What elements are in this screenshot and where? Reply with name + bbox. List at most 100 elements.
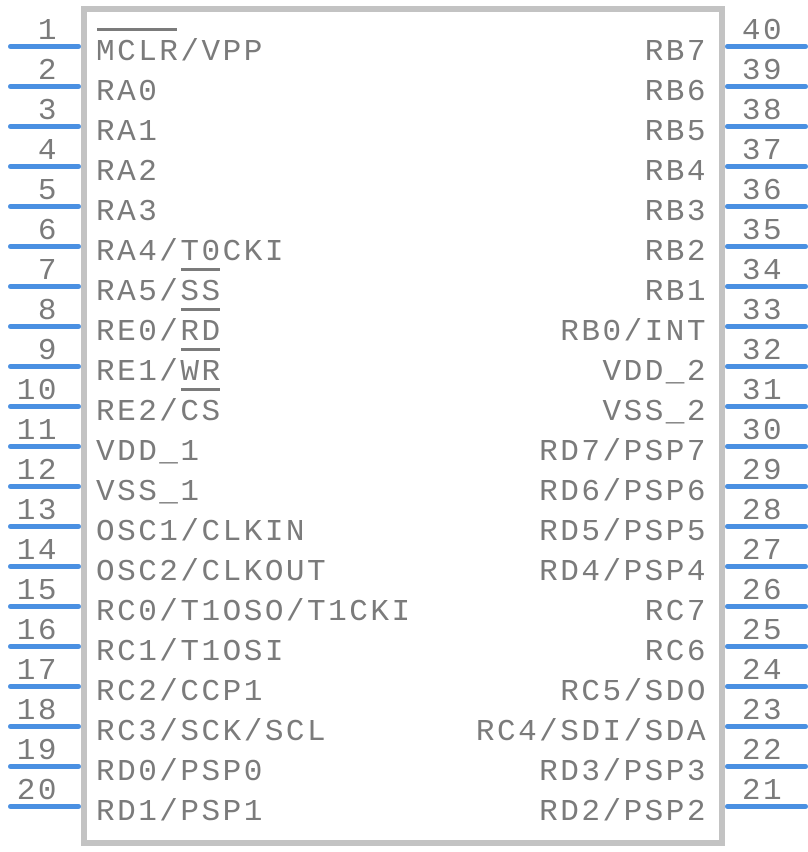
pin-label: RD0/PSP0 bbox=[96, 756, 265, 790]
pin-number: 1 bbox=[37, 14, 59, 49]
pin-number: 34 bbox=[741, 254, 785, 289]
pin-label: RB7 bbox=[645, 36, 708, 70]
pin-line bbox=[8, 204, 81, 209]
pin-line bbox=[725, 524, 808, 529]
pin-label: RA0 bbox=[96, 76, 159, 110]
pin-label: RD3/PSP3 bbox=[539, 756, 708, 790]
pin-number: 10 bbox=[16, 374, 59, 409]
pin-label: OSC2/CLKOUT bbox=[96, 556, 328, 590]
pin-number: 33 bbox=[741, 294, 785, 329]
pin-label: RB4 bbox=[645, 156, 708, 190]
pin-label: MCLR/VPP bbox=[96, 36, 265, 70]
pin-line bbox=[725, 164, 808, 169]
pin-label-part: RD2/PSP2 bbox=[539, 795, 708, 830]
pin-label-part-inverted: WR bbox=[180, 355, 223, 390]
pin-line bbox=[725, 484, 808, 489]
pin-label: RA1 bbox=[96, 116, 159, 150]
pin-line bbox=[8, 484, 81, 489]
pin-number: 23 bbox=[741, 694, 785, 729]
pin-number: 38 bbox=[741, 94, 785, 129]
pin-label-part: OSC1/CLKIN bbox=[96, 515, 308, 550]
pin-line bbox=[8, 44, 81, 49]
pin-label-part: RE0/ bbox=[96, 315, 181, 350]
pin-line bbox=[725, 84, 808, 89]
pin-line bbox=[8, 364, 81, 369]
pin-number: 25 bbox=[741, 614, 785, 649]
pin-label-part-inverted: RD bbox=[180, 315, 223, 350]
pin-label-part: RD4/PSP4 bbox=[539, 555, 708, 590]
pin-line bbox=[725, 684, 808, 689]
pin-label-part: RC6 bbox=[644, 635, 708, 670]
pin-label: RE1/WR bbox=[96, 356, 223, 390]
pin-line bbox=[725, 324, 808, 329]
pin-label: OSC1/CLKIN bbox=[96, 516, 307, 550]
pin-label-part: RE2/ bbox=[96, 395, 181, 430]
pin-number: 28 bbox=[741, 494, 785, 529]
pin-number: 30 bbox=[741, 414, 785, 449]
pin-label-part: RB3 bbox=[644, 195, 708, 230]
pin-label-part: RA4/T0CKI bbox=[96, 235, 286, 270]
pin-line bbox=[8, 564, 81, 569]
pin-label: RE0/RD bbox=[96, 316, 223, 350]
pin-label: RD2/PSP2 bbox=[539, 796, 708, 830]
pin-number: 4 bbox=[37, 134, 59, 169]
pin-number: 14 bbox=[16, 534, 59, 569]
pin-label: RC1/T1OSI bbox=[96, 636, 286, 670]
pin-label-part-inverted: MCLR bbox=[96, 35, 181, 70]
pin-line bbox=[8, 404, 81, 409]
pin-number: 32 bbox=[741, 334, 785, 369]
pin-number: 15 bbox=[16, 574, 59, 609]
pin-line bbox=[8, 804, 81, 809]
pin-label-part: RB1 bbox=[644, 275, 708, 310]
pin-label-part: RB7 bbox=[644, 35, 708, 70]
pin-number: 8 bbox=[37, 294, 59, 329]
pin-number: 29 bbox=[741, 454, 785, 489]
pin-label: RA4/T0CKI bbox=[96, 236, 286, 270]
pin-label-part: RD0/PSP0 bbox=[96, 755, 265, 790]
pin-label-part-inverted: CS bbox=[180, 395, 223, 430]
pin-line bbox=[8, 84, 81, 89]
pin-line bbox=[8, 604, 81, 609]
pin-number: 20 bbox=[16, 774, 59, 809]
pin-number: 17 bbox=[16, 654, 59, 689]
pin-line bbox=[8, 644, 81, 649]
pin-label: RB3 bbox=[645, 196, 708, 230]
pin-label-part: RA2 bbox=[96, 155, 160, 190]
pin-label-part: RC7 bbox=[644, 595, 708, 630]
pin-line bbox=[8, 524, 81, 529]
pin-label-part: OSC2/CLKOUT bbox=[96, 555, 329, 590]
pin-line bbox=[725, 204, 808, 209]
pin-line bbox=[725, 724, 808, 729]
pin-label: RD4/PSP4 bbox=[539, 556, 708, 590]
pin-number: 11 bbox=[16, 414, 59, 449]
pin-label-part: RD5/PSP5 bbox=[539, 515, 708, 550]
pin-label-part: RD7/PSP7 bbox=[539, 435, 708, 470]
pin-label: RB2 bbox=[645, 236, 708, 270]
pin-label: RB5 bbox=[645, 116, 708, 150]
pin-label-part: RD6/PSP6 bbox=[539, 475, 708, 510]
pin-label: VDD_1 bbox=[96, 436, 202, 470]
pin-label-part: VDD_2 bbox=[602, 355, 708, 390]
pin-label-part: RB5 bbox=[644, 115, 708, 150]
pin-line bbox=[725, 364, 808, 369]
pin-label-part: RB0/INT bbox=[560, 315, 708, 350]
pin-line bbox=[725, 564, 808, 569]
pin-number: 5 bbox=[37, 174, 59, 209]
pin-label-part: VSS_1 bbox=[96, 475, 202, 510]
pin-number: 26 bbox=[741, 574, 785, 609]
pin-label: VSS_1 bbox=[96, 476, 202, 510]
pin-label: VDD_2 bbox=[602, 356, 708, 390]
pin-number: 24 bbox=[741, 654, 785, 689]
pin-label: RE2/CS bbox=[96, 396, 223, 430]
pin-number: 27 bbox=[741, 534, 785, 569]
pin-label-part: RB2 bbox=[644, 235, 708, 270]
pin-number: 13 bbox=[16, 494, 59, 529]
pin-label: RA2 bbox=[96, 156, 159, 190]
pin-label: RB1 bbox=[645, 276, 708, 310]
pin-number: 37 bbox=[741, 134, 785, 169]
pin-line bbox=[725, 764, 808, 769]
pin-label-part: VDD_1 bbox=[96, 435, 202, 470]
pin-label-part: RE1/ bbox=[96, 355, 181, 390]
pin-number: 22 bbox=[741, 734, 785, 769]
pin-label: RD1/PSP1 bbox=[96, 796, 265, 830]
